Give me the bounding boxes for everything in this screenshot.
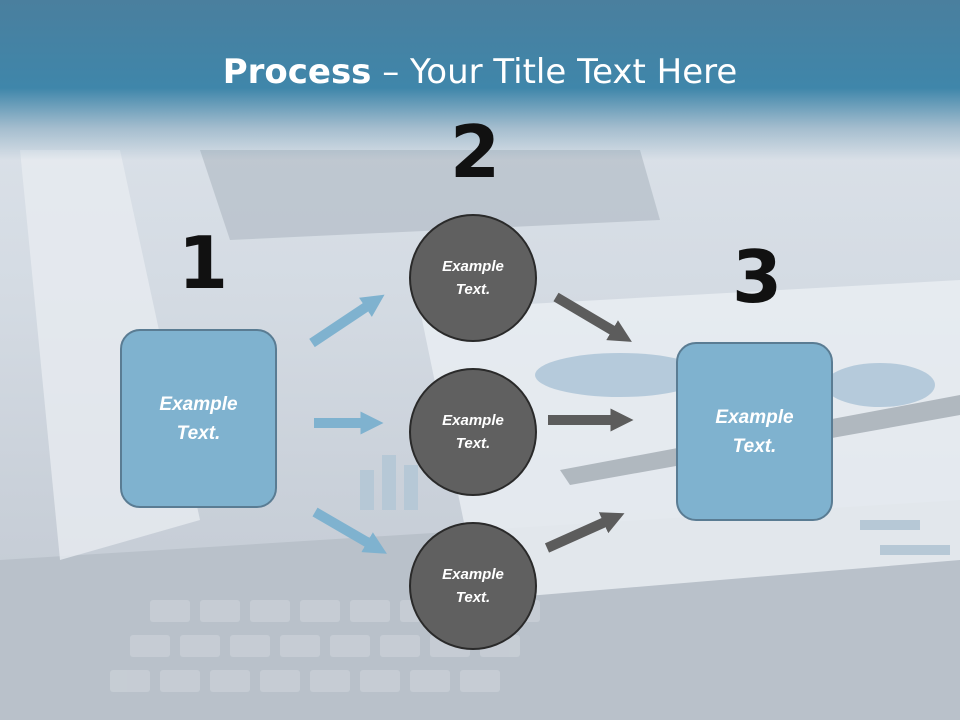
step-number-3: 3 [732,235,783,319]
step-3-box: Example Text. [676,342,833,521]
title-bold: Process [222,52,372,92]
circle-middle-label: Example Text. [442,412,504,452]
arrow-box1-to-circle1 [309,294,385,348]
title-banner [0,0,960,160]
circle-bottom-label: Example Text. [442,566,504,606]
arrow-circle3-to-box3 [544,512,625,553]
step-1-box: Example Text. [120,329,277,508]
step-3-label: Example Text. [715,406,794,457]
step-number-1: 1 [178,221,229,305]
step-number-2: 2 [450,110,501,194]
circle-bottom: Example Text. [409,522,537,650]
arrow-circle1-to-box3 [553,292,632,342]
arrow-box1-to-circle3 [312,507,387,554]
slide-title: Process – Your Title Text Here [0,52,960,92]
title-rest: – Your Title Text Here [371,52,738,92]
circle-top-label: Example Text. [442,258,504,298]
circle-middle: Example Text. [409,368,537,496]
circle-top: Example Text. [409,214,537,342]
step-1-label: Example Text. [159,393,238,444]
